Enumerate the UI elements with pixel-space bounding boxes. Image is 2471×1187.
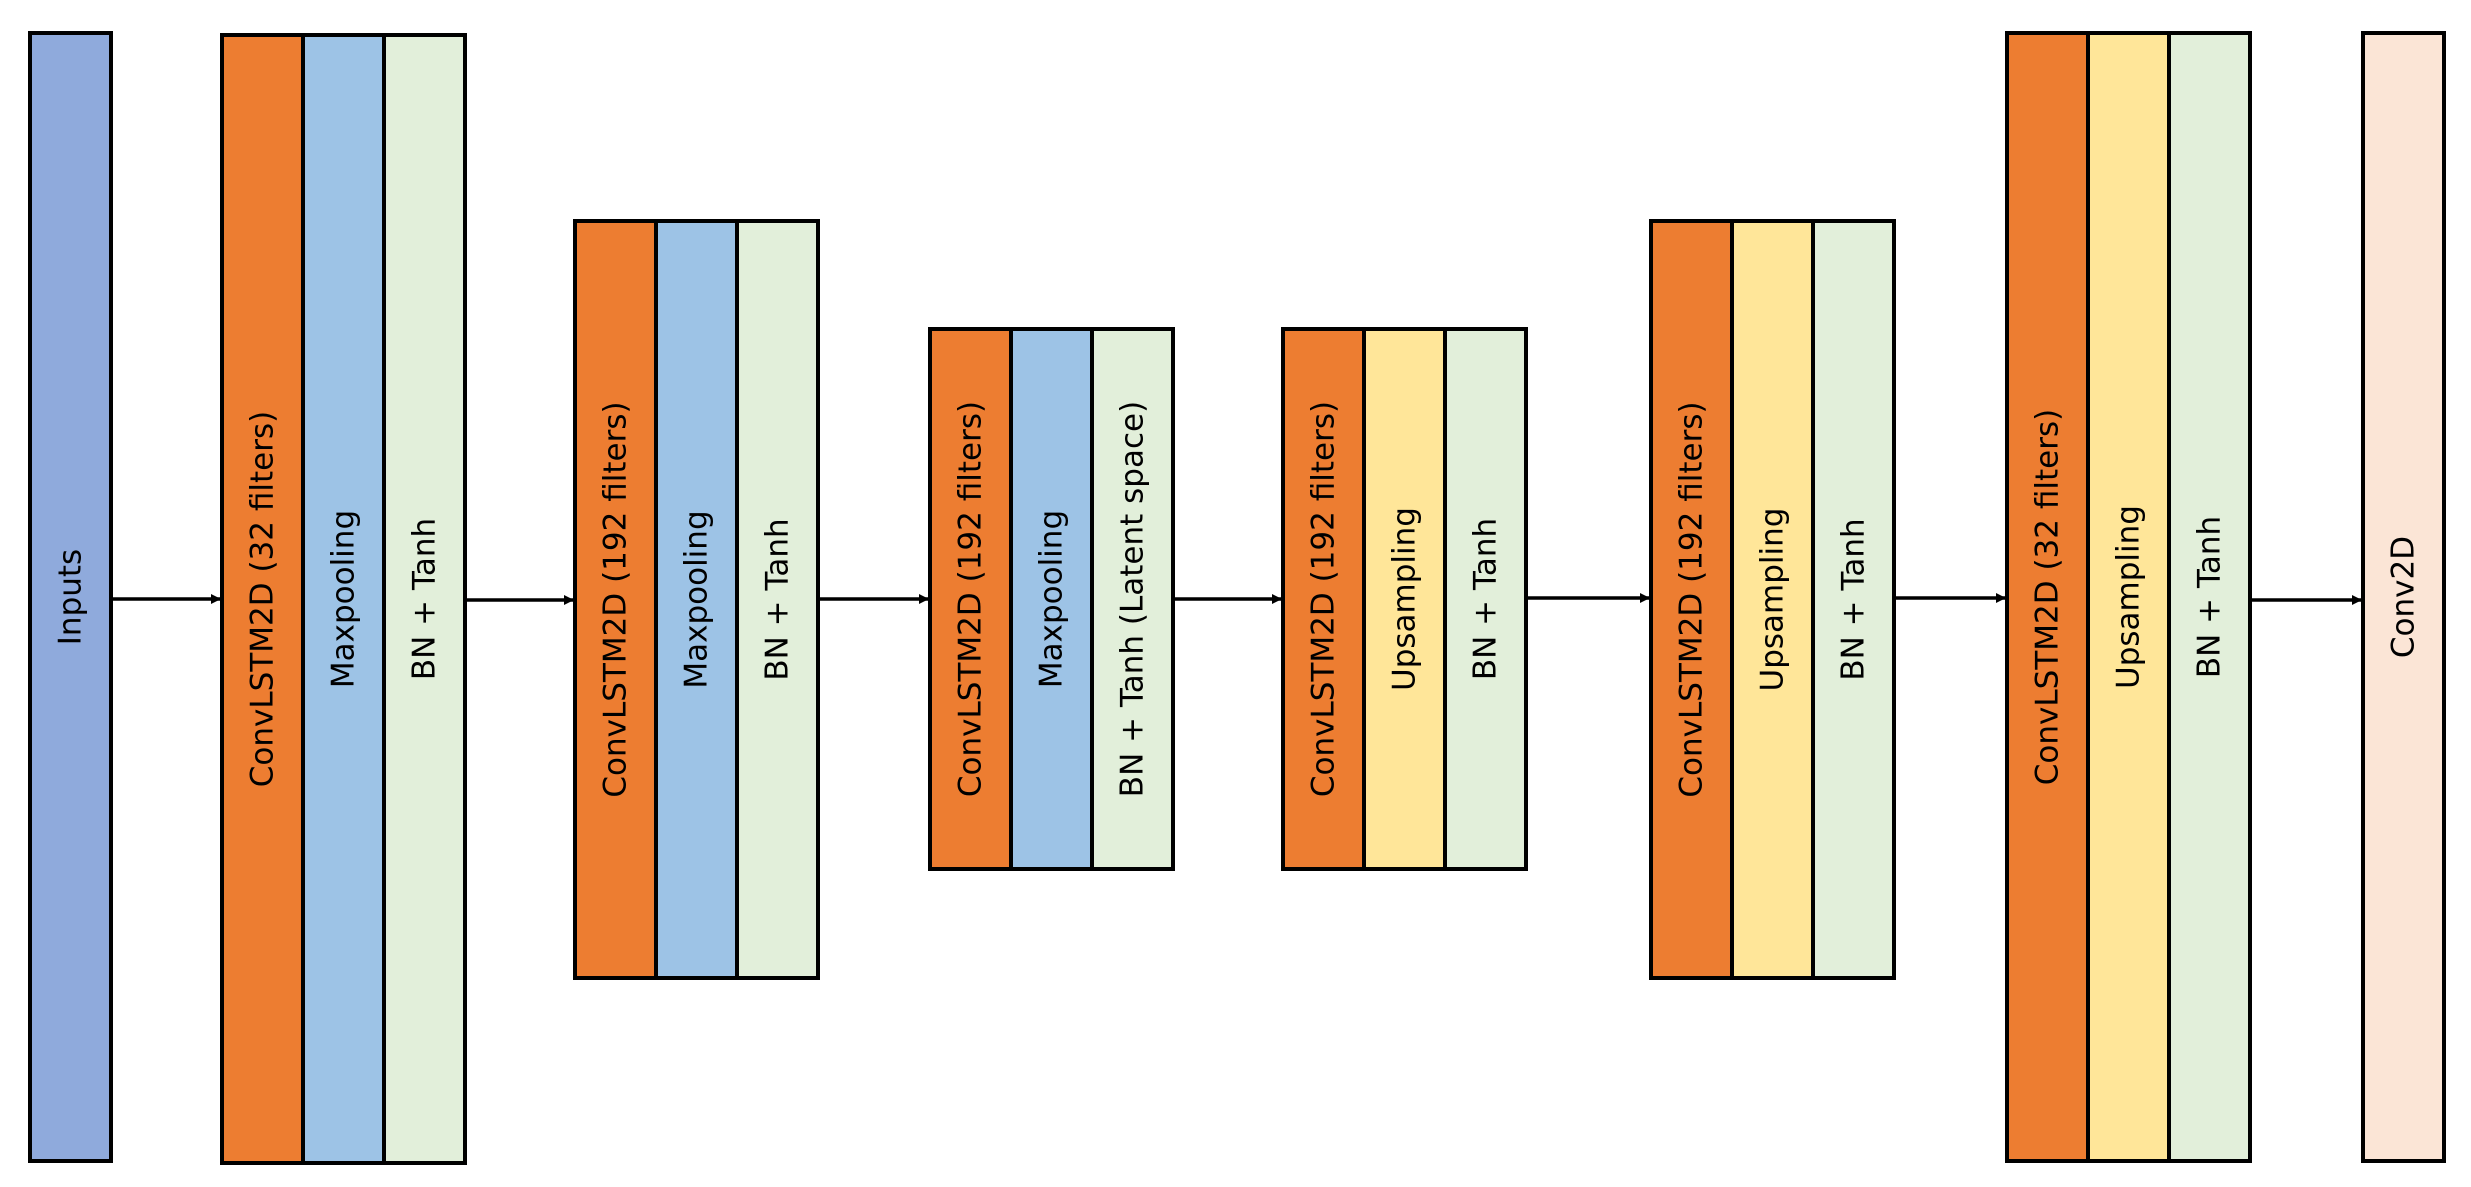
maxpool-layer-label: Maxpooling	[679, 510, 715, 688]
maxpool-layer-box	[301, 33, 386, 1165]
bn-layer-label: BN + Tanh (Latent space)	[1115, 401, 1151, 797]
bn-layer-box	[2167, 31, 2252, 1163]
block-encoder-3: ConvLSTM2D (192 filters) Maxpooling BN + T…	[928, 327, 1175, 871]
block-decoder-1: ConvLSTM2D (192 filters) Upsampling BN + T…	[1281, 327, 1528, 871]
upsample-layer-box	[1362, 327, 1447, 871]
convlstm-layer-label: ConvLSTM2D (192 filters)	[953, 401, 989, 797]
upsample-layer-label: Upsampling	[1387, 507, 1423, 691]
connector-arrows	[113, 593, 2362, 605]
input-layer-label: Inputs	[53, 549, 89, 645]
layer-blocks: Inputs ConvLSTM2D (32 filters) Maxpooling B…	[28, 31, 2446, 1165]
maxpool-layer-label: Maxpooling	[1034, 510, 1070, 688]
bn-layer-box	[1811, 219, 1896, 980]
upsample-layer-label: Upsampling	[1755, 508, 1791, 692]
upsample-layer-box	[1730, 219, 1815, 980]
bn-layer-label: BN + Tanh	[760, 518, 796, 680]
bn-layer-label: BN + Tanh	[2192, 516, 2228, 678]
bn-layer-box	[735, 219, 820, 980]
bn-layer-label: BN + Tanh	[1836, 518, 1872, 680]
convlstm-layer-label: ConvLSTM2D (32 filters)	[245, 411, 281, 787]
maxpool-layer-box	[1009, 327, 1094, 871]
upsample-layer-label: Upsampling	[2111, 505, 2147, 689]
convlstm-layer-box	[573, 219, 658, 980]
convlstm-layer-label: ConvLSTM2D (192 filters)	[1674, 401, 1710, 797]
convlstm-layer-label: ConvLSTM2D (32 filters)	[2030, 409, 2066, 785]
block-decoder-2: ConvLSTM2D (192 filters) Upsampling BN + T…	[1649, 219, 1896, 980]
bn-layer-label: BN + Tanh	[407, 518, 443, 680]
convlstm-layer-box	[220, 33, 305, 1165]
upsample-layer-box	[2086, 31, 2171, 1163]
convlstm-layer-label: ConvLSTM2D (192 filters)	[598, 401, 634, 797]
block-encoder-1: ConvLSTM2D (32 filters) Maxpooling BN + Ta…	[220, 33, 467, 1165]
convlstm-layer-box	[1649, 219, 1734, 980]
maxpool-layer-label: Maxpooling	[326, 510, 362, 688]
convlstm-layer-box	[1281, 327, 1366, 871]
bn-layer-box	[1090, 327, 1175, 871]
bn-layer-box	[382, 33, 467, 1165]
output-layer-label: Conv2D	[2386, 536, 2422, 658]
output-layer-box	[2361, 31, 2446, 1163]
convlstm-layer-box	[928, 327, 1013, 871]
block-decoder-3: ConvLSTM2D (32 filters) Upsampling BN + Ta…	[2005, 31, 2252, 1163]
convlstm-layer-box	[2005, 31, 2090, 1163]
convlstm-layer-label: ConvLSTM2D (192 filters)	[1306, 401, 1342, 797]
bn-layer-box	[1443, 327, 1528, 871]
block-output: Conv2D	[2361, 31, 2446, 1163]
maxpool-layer-box	[654, 219, 739, 980]
bn-layer-label: BN + Tanh	[1468, 518, 1504, 680]
block-inputs: Inputs	[28, 31, 113, 1163]
input-layer-box	[28, 31, 113, 1163]
block-encoder-2: ConvLSTM2D (192 filters) Maxpooling BN + T…	[573, 219, 820, 980]
